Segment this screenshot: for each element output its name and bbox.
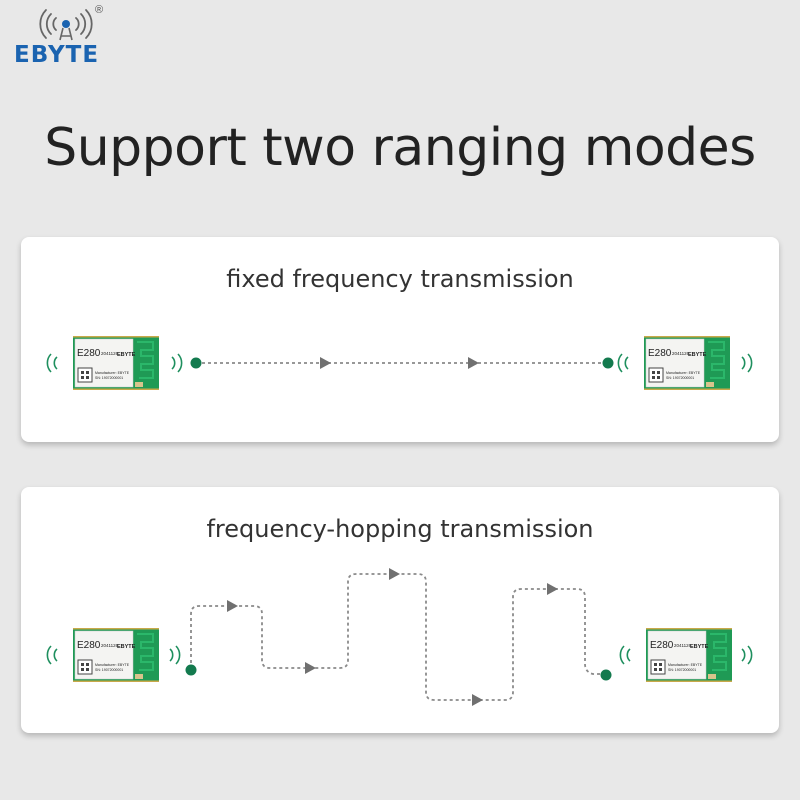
card-title-hopping: frequency-hopping transmission [206,515,594,543]
page-title: Support two ranging modes [44,118,756,178]
frequency-hopping-card: frequency-hopping transmission [21,487,779,733]
card-title-fixed: fixed frequency transmission [226,265,574,293]
fixed-frequency-card: fixed frequency transmission [21,237,779,442]
brand-name: EBYTE [14,42,100,68]
ebyte-logo: ® EBYTE [12,4,124,68]
registered-mark: ® [95,4,104,16]
antenna-tower-icon [39,9,93,41]
